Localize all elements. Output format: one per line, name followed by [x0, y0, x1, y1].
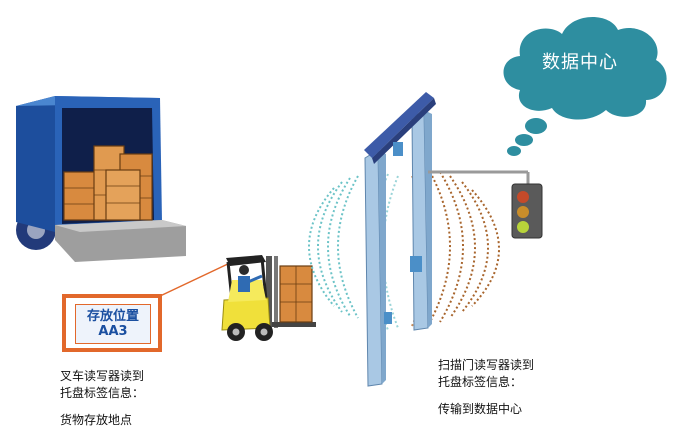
data-center-label: 数据中心	[542, 52, 618, 73]
forklift	[221, 255, 316, 341]
forklift-caption-line1: 叉车读写器读到	[60, 369, 145, 383]
gate-caption-line1: 扫描门读写器读到	[438, 358, 535, 372]
data-center-cloud	[503, 16, 667, 156]
gate-caption-line3: 传输到数据中心	[438, 402, 523, 416]
gate-caption: 扫描门读写器读到 托盘标签信息： 传输到数据中心	[438, 357, 534, 418]
forklift-cargo-boxes	[279, 265, 313, 323]
storage-location-title: 存放位置	[86, 309, 139, 324]
truck-cargo-boxes	[63, 145, 153, 221]
storage-location-tag: 存放位置 AA3	[62, 294, 162, 352]
forklift-caption-line2: 托盘标签信息：	[60, 386, 145, 400]
storage-location-code: AA3	[98, 324, 128, 339]
forklift-caption-line3: 货物存放地点	[60, 413, 133, 427]
forklift-caption: 叉车读写器读到 托盘标签信息： 货物存放地点	[60, 368, 144, 429]
scanning-gate	[364, 92, 436, 387]
gate-caption-line2: 托盘标签信息：	[438, 375, 523, 389]
truck	[16, 96, 186, 262]
label-connector-line	[157, 261, 233, 298]
traffic-light	[428, 170, 543, 239]
storage-location-tag-inner: 存放位置 AA3	[75, 304, 151, 344]
